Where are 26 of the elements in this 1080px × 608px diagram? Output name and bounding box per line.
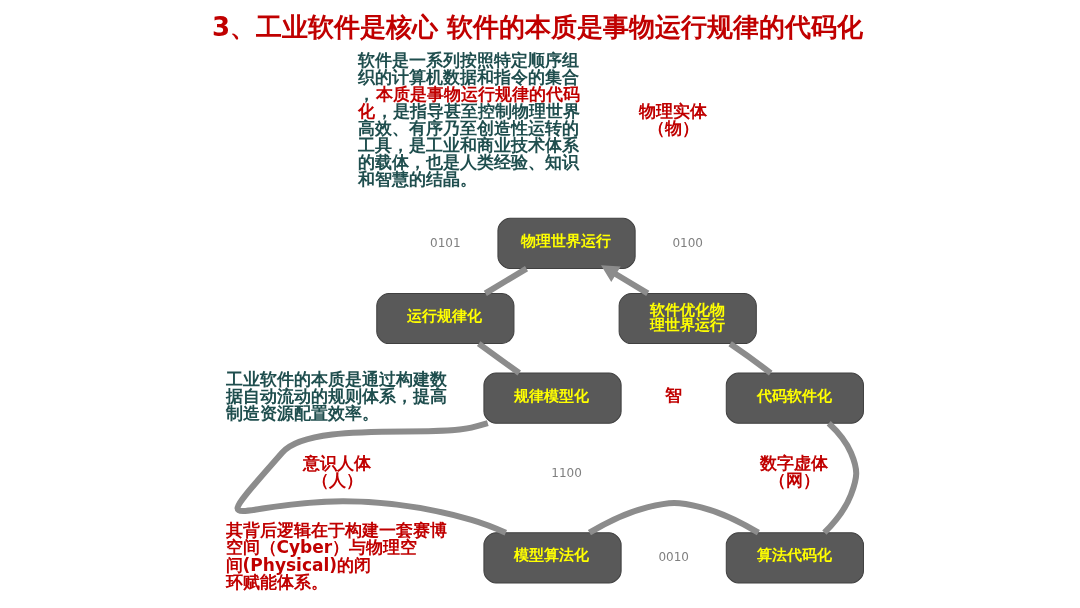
node-box: 物理世界运行 bbox=[496, 217, 636, 269]
node-box: 软件优化物理世界运行 bbox=[618, 293, 757, 345]
label: 数字虚体（网） bbox=[759, 453, 828, 491]
diagram-title: 3、工业软件是核心 软件的本质是事物运行规律的代码化 bbox=[211, 11, 863, 42]
connector bbox=[727, 341, 773, 376]
node-box: 运行规律化 bbox=[375, 293, 514, 345]
label: 物理实体（物） bbox=[638, 100, 707, 138]
label: 0010 bbox=[657, 549, 689, 564]
node-box: 规律模型化 bbox=[482, 372, 622, 424]
connector bbox=[821, 421, 859, 535]
connector bbox=[476, 341, 521, 376]
arrow bbox=[600, 265, 649, 296]
label: 0100 bbox=[671, 235, 703, 250]
connector bbox=[235, 420, 507, 536]
node-box: 算法代码化 bbox=[725, 532, 864, 584]
label: 软件是一系列按照特定顺序组织的计算机数据和指令的集合，本质是事物运行规律的代码化，是指导甚至控制物理世界高效、有序乃至创造性运转的工具，是工业和商业技术体系的载体，也是人类经验、知识和智慧的结晶。 bbox=[357, 49, 580, 189]
label: 意识人体（人） bbox=[302, 453, 371, 491]
label: 1100 bbox=[550, 465, 582, 480]
connector bbox=[483, 266, 528, 296]
node-box: 代码软件化 bbox=[725, 372, 864, 424]
connector bbox=[587, 499, 760, 536]
label: 智 bbox=[664, 385, 682, 406]
label: 0101 bbox=[429, 235, 461, 250]
label: 工业软件的本质是通过构建数据自动流动的规则体系，提高制造资源配置效率。 bbox=[225, 369, 447, 424]
label: 其背后逻辑在于构建一套赛博空间（Cyber）与物理空间(Physical)的闭环赋能体系。 bbox=[225, 520, 447, 592]
node-box: 模型算法化 bbox=[482, 532, 622, 584]
